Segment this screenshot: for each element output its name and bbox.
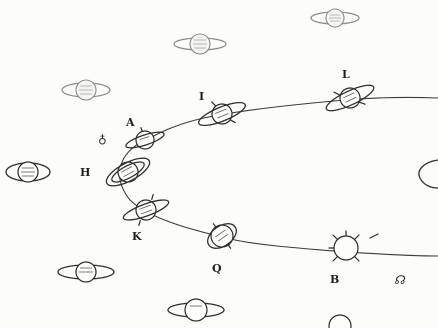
label-a: A xyxy=(125,116,135,129)
earth-symbol: ♁ xyxy=(98,132,107,146)
saturn-sketch-right-edge xyxy=(419,160,438,188)
saturn-position-q xyxy=(200,215,243,258)
saturn-sketch-far-left xyxy=(6,162,50,182)
saturn-sketch-bottom-right-partial xyxy=(329,315,351,328)
saturn-sketch-bottom-center xyxy=(168,299,224,321)
label-i: I xyxy=(199,90,204,103)
orbit-path xyxy=(120,138,438,256)
label-b: B xyxy=(330,273,339,286)
node-symbol: ☊ xyxy=(394,273,406,287)
saturn-sketch-top-right xyxy=(311,9,359,27)
saturn-sketch-left-upper xyxy=(62,80,110,100)
saturn-sketch-bottom-left xyxy=(58,262,114,282)
saturn-sketch-top-left xyxy=(174,34,226,54)
orbit-path-upper xyxy=(150,97,438,138)
saturn-position-h xyxy=(102,152,154,192)
saturn-position-b xyxy=(329,231,378,261)
label-k: K xyxy=(132,230,142,243)
label-h: H xyxy=(80,166,90,179)
label-l: L xyxy=(342,68,350,81)
label-q: Q xyxy=(212,262,222,275)
